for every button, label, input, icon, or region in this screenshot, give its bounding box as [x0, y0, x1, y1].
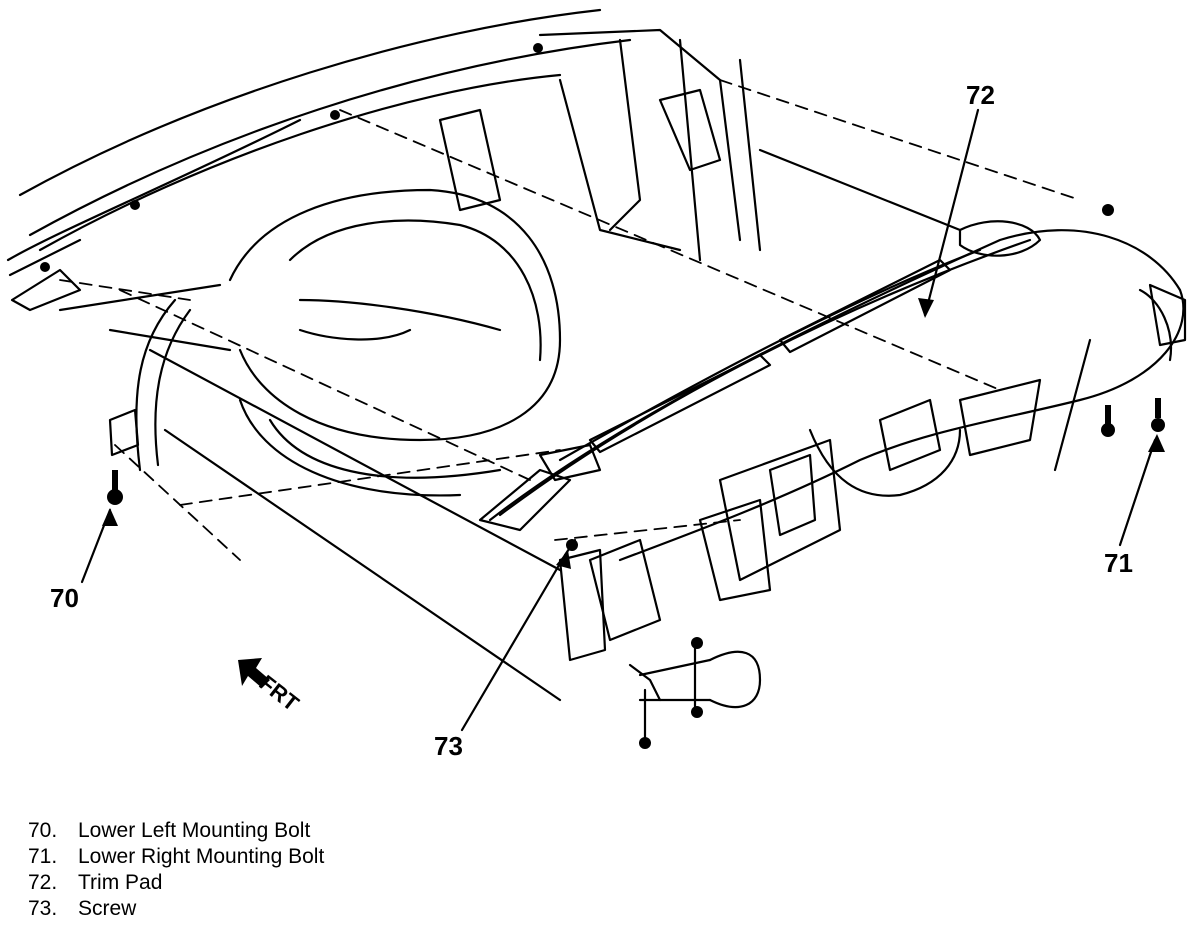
- legend-item: 71. Lower Right Mounting Bolt: [28, 844, 324, 870]
- legend-number: 73.: [28, 897, 58, 920]
- callout-70: 70: [50, 583, 79, 613]
- left-pillar: [6, 118, 302, 262]
- legend-text: Lower Right Mounting Bolt: [78, 845, 325, 868]
- legend-text: Lower Left Mounting Bolt: [78, 819, 311, 842]
- bolt-71-left: [1101, 423, 1115, 437]
- legend-number: 70.: [28, 819, 58, 842]
- leader-71a: [1118, 438, 1157, 547]
- windshield-inner-arc: [28, 38, 632, 237]
- parts-legend: 70. Lower Left Mounting Bolt 71. Lower Rig…: [28, 818, 324, 922]
- leader-71b: [1053, 338, 1092, 472]
- legend-item: 70. Lower Left Mounting Bolt: [28, 818, 324, 844]
- bolt-70: [107, 489, 123, 505]
- callout-73: 73: [434, 731, 463, 761]
- screw-73: [566, 539, 578, 551]
- frt-arrow-icon: [238, 658, 270, 688]
- leader-73: [460, 553, 567, 732]
- legend-number: 71.: [28, 845, 58, 868]
- legend-text: Screw: [78, 897, 137, 920]
- leader-72: [923, 108, 980, 317]
- roof-edge-arc: [38, 73, 562, 252]
- callout-72: 72: [966, 80, 995, 110]
- trim-pad-outline: [488, 229, 1185, 562]
- legend-number: 72.: [28, 871, 58, 894]
- steering-column: [708, 650, 762, 709]
- windshield-outer-arc: [18, 8, 602, 197]
- bolt-71-right: [1151, 418, 1165, 432]
- legend-text: Trim Pad: [78, 871, 163, 894]
- legend-item: 73. Screw: [28, 896, 324, 922]
- callout-71: 71: [1104, 548, 1133, 578]
- center-console-outline: [228, 188, 562, 442]
- legend-item: 72. Trim Pad: [28, 870, 324, 896]
